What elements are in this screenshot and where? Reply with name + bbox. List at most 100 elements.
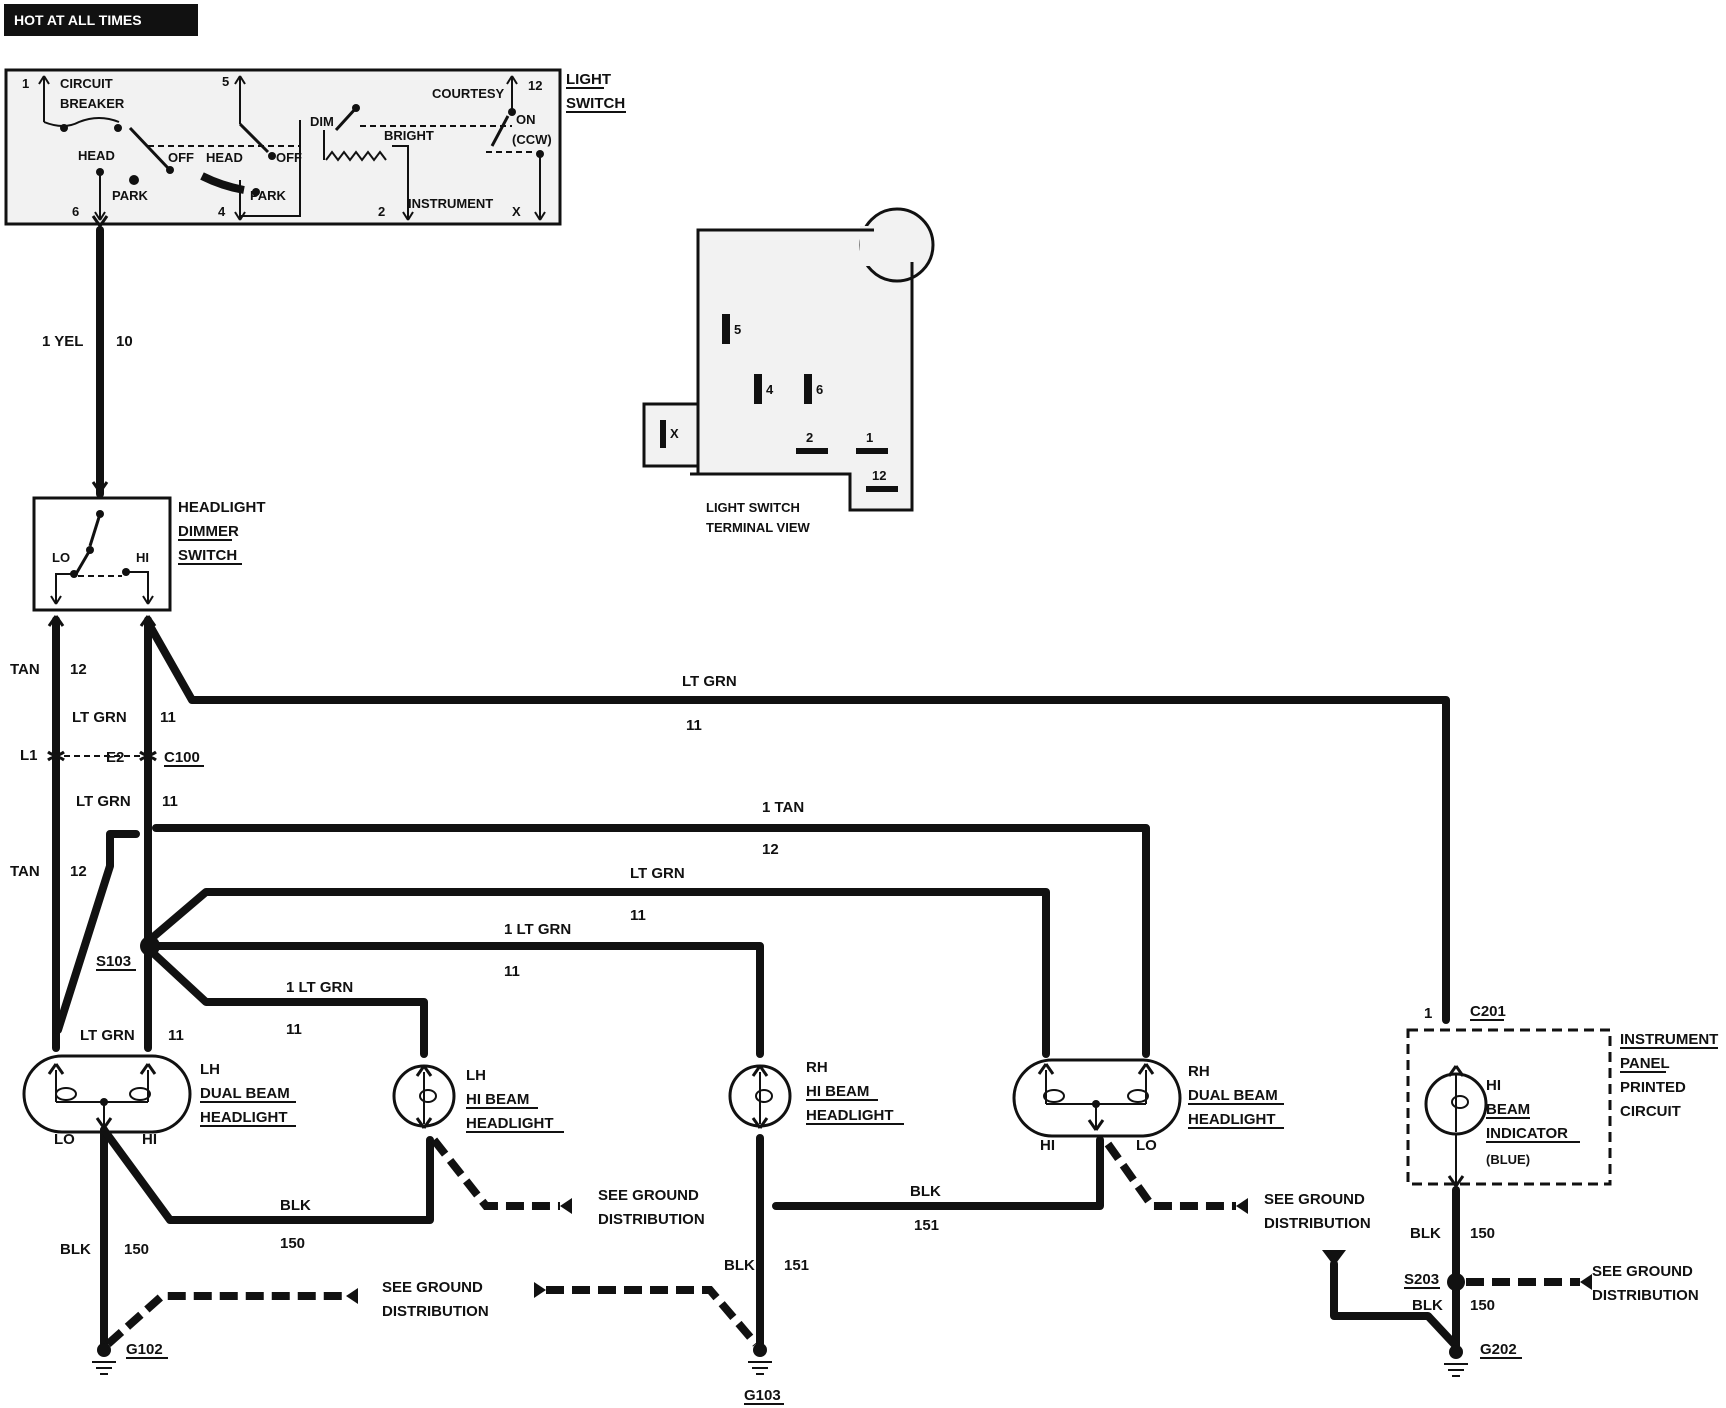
light-switch: LIGHT SWITCH 1 CIRCUIT BREAKER HEAD OFF … (4, 68, 626, 226)
svg-text:HEADLIGHT: HEADLIGHT (806, 1107, 894, 1124)
svg-text:5: 5 (734, 322, 741, 337)
svg-text:1 YEL: 1 YEL (42, 333, 83, 350)
svg-text:HEAD: HEAD (78, 148, 115, 163)
svg-text:OFF: OFF (276, 150, 302, 165)
svg-text:DIMMER: DIMMER (178, 523, 239, 540)
terminal-view-caption-1: LIGHT SWITCH (706, 500, 800, 515)
svg-text:HI: HI (1486, 1077, 1501, 1094)
svg-text:151: 151 (914, 1217, 939, 1234)
svg-text:PARK: PARK (250, 188, 286, 203)
light-switch-title-1: LIGHT (566, 71, 611, 88)
ground-distribution-refs: SEE GROUND DISTRIBUTION SEE GROUND DISTR… (105, 1137, 1699, 1347)
svg-text:LO: LO (52, 550, 70, 565)
svg-text:BLK: BLK (1412, 1297, 1443, 1314)
svg-text:LT GRN: LT GRN (630, 865, 685, 882)
svg-text:INSTRUMENT: INSTRUMENT (1620, 1031, 1718, 1048)
svg-text:C201: C201 (1470, 1003, 1506, 1020)
svg-text:HI BEAM: HI BEAM (806, 1083, 869, 1100)
lh-hi-beam-headlight: LH HI BEAM HEADLIGHT (392, 1064, 564, 1133)
svg-text:1 TAN: 1 TAN (762, 799, 804, 816)
rh-dual-beam-headlight: HI LO RH DUAL BEAM HEADLIGHT (1012, 1058, 1284, 1154)
svg-text:150: 150 (1470, 1297, 1495, 1314)
svg-text:10: 10 (116, 333, 133, 350)
svg-text:151: 151 (784, 1257, 809, 1274)
svg-text:TAN: TAN (10, 661, 40, 678)
svg-text:11: 11 (168, 1027, 184, 1044)
svg-text:PARK: PARK (112, 188, 148, 203)
svg-text:12: 12 (762, 841, 779, 858)
svg-text:PANEL: PANEL (1620, 1055, 1670, 1072)
svg-text:HI: HI (142, 1131, 157, 1148)
svg-text:5: 5 (222, 74, 229, 89)
svg-text:12: 12 (70, 661, 87, 678)
svg-text:LT GRN: LT GRN (80, 1027, 135, 1044)
svg-text:BLK: BLK (280, 1197, 311, 1214)
svg-text:HI: HI (1040, 1137, 1055, 1154)
rh-hi-beam-headlight: RH HI BEAM HEADLIGHT (728, 1059, 904, 1129)
terminal-view: X 5 4 6 2 1 12 LIGHT SWITCH TERMINAL VIE… (642, 207, 935, 535)
svg-text:HEADLIGHT: HEADLIGHT (1188, 1111, 1276, 1128)
svg-text:11: 11 (504, 963, 520, 980)
svg-text:DIM: DIM (310, 114, 334, 129)
svg-text:LT GRN: LT GRN (72, 709, 127, 726)
svg-text:L1: L1 (20, 747, 38, 764)
svg-text:OFF: OFF (168, 150, 194, 165)
svg-text:LH: LH (466, 1067, 486, 1084)
svg-text:150: 150 (1470, 1225, 1495, 1242)
svg-text:6: 6 (72, 204, 79, 219)
wires: 1 YEL 10 TAN 12 L1 TAN 12 LT GRN 11 E2 C… (10, 215, 1506, 1354)
svg-text:LO: LO (1136, 1137, 1157, 1154)
svg-text:12: 12 (528, 78, 542, 93)
svg-text:6: 6 (816, 382, 823, 397)
svg-text:BRIGHT: BRIGHT (384, 128, 434, 143)
svg-text:ON: ON (516, 112, 536, 127)
svg-text:INDICATOR: INDICATOR (1486, 1125, 1568, 1142)
hot-at-all-times-tag: HOT AT ALL TIMES (4, 4, 198, 36)
svg-text:1: 1 (1424, 1005, 1432, 1022)
svg-text:RH: RH (1188, 1063, 1210, 1080)
svg-text:1: 1 (22, 76, 29, 91)
svg-text:HI: HI (136, 550, 149, 565)
headlight-dimmer-switch: HEADLIGHT DIMMER SWITCH LO HI (32, 496, 266, 612)
svg-text:BLK: BLK (724, 1257, 755, 1274)
svg-text:DUAL BEAM: DUAL BEAM (1188, 1087, 1278, 1104)
svg-text:X: X (670, 426, 679, 441)
svg-text:LT GRN: LT GRN (682, 673, 737, 690)
svg-text:11: 11 (630, 907, 646, 924)
svg-text:COURTESY: COURTESY (432, 86, 505, 101)
svg-text:HEAD: HEAD (206, 150, 243, 165)
svg-text:DISTRIBUTION: DISTRIBUTION (598, 1211, 705, 1228)
svg-text:SEE GROUND: SEE GROUND (382, 1279, 483, 1296)
splice-s203: S203 (1404, 1271, 1439, 1288)
light-switch-title-2: SWITCH (566, 95, 625, 112)
svg-text:2: 2 (806, 430, 813, 445)
svg-text:2: 2 (378, 204, 385, 219)
svg-text:BREAKER: BREAKER (60, 96, 125, 111)
svg-text:150: 150 (280, 1235, 305, 1252)
svg-text:DISTRIBUTION: DISTRIBUTION (382, 1303, 489, 1320)
svg-text:DUAL BEAM: DUAL BEAM (200, 1085, 290, 1102)
svg-text:12: 12 (70, 863, 87, 880)
svg-text:SEE GROUND: SEE GROUND (1264, 1191, 1365, 1208)
svg-text:4: 4 (218, 204, 226, 219)
svg-text:1: 1 (866, 430, 873, 445)
svg-text:SEE GROUND: SEE GROUND (598, 1187, 699, 1204)
svg-text:INSTRUMENT: INSTRUMENT (408, 196, 493, 211)
svg-text:C100: C100 (164, 749, 200, 766)
ground-g202: G202 (1480, 1341, 1517, 1358)
svg-text:11: 11 (686, 717, 702, 734)
svg-text:BLK: BLK (910, 1183, 941, 1200)
svg-text:X: X (512, 204, 521, 219)
svg-text:BLK: BLK (1410, 1225, 1441, 1242)
svg-text:HI BEAM: HI BEAM (466, 1091, 529, 1108)
terminal-view-caption-2: TERMINAL VIEW (706, 520, 810, 535)
svg-text:12: 12 (872, 468, 886, 483)
svg-text:150: 150 (124, 1241, 149, 1258)
ground-g102: G102 (126, 1341, 163, 1358)
svg-text:(BLUE): (BLUE) (1486, 1152, 1530, 1167)
svg-text:CIRCUIT: CIRCUIT (1620, 1103, 1681, 1120)
hot-at-all-times-label: HOT AT ALL TIMES (14, 12, 142, 28)
svg-text:E2: E2 (106, 749, 124, 766)
svg-text:DISTRIBUTION: DISTRIBUTION (1264, 1215, 1371, 1232)
